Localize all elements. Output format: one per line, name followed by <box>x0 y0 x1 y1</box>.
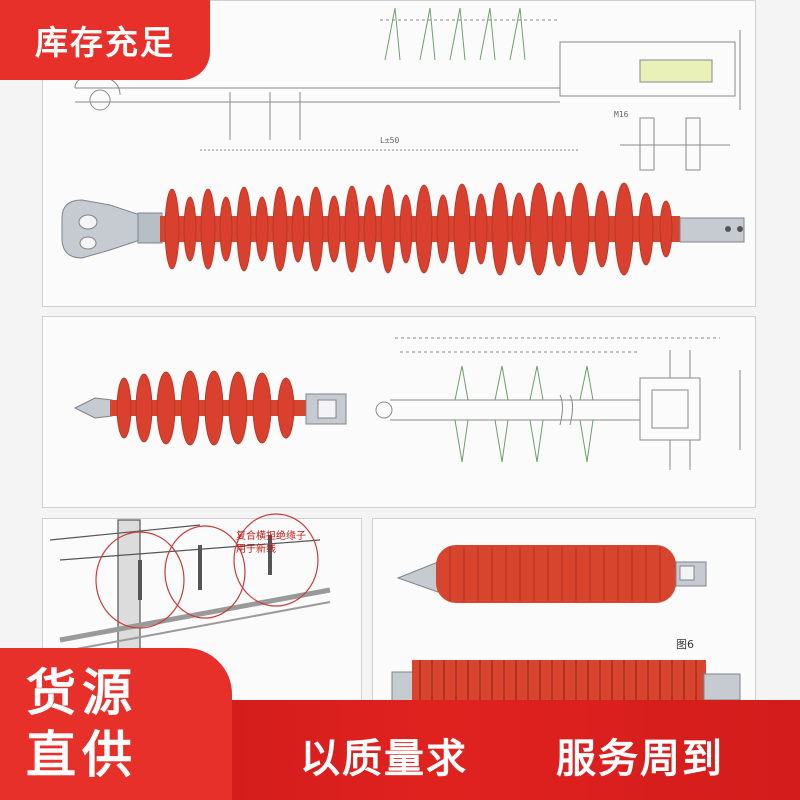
dimension-label-m16: M16 <box>614 110 629 119</box>
technical-drawing-sheds-top <box>384 7 526 61</box>
stock-badge: 库存充足 <box>0 0 210 80</box>
banner-slogan-quality: 以质量求 <box>300 736 468 782</box>
cylinder-insulator-upper-ridges <box>449 547 661 601</box>
dimension-label-length: L±50 <box>380 136 400 145</box>
banner-slogan-service: 服务周到 <box>556 736 724 782</box>
cylinder-insulator-lower <box>391 660 741 704</box>
technical-drawing-middle <box>375 337 741 470</box>
corner-tag-line1: 货源 <box>26 664 138 722</box>
corner-tag-line2: 直供 <box>26 726 138 784</box>
short-insulator-sheds <box>116 370 295 446</box>
corner-tag <box>0 648 232 800</box>
technical-drawing-sheds-middle <box>454 365 594 463</box>
long-insulator-sheds <box>164 182 673 276</box>
diagram-label-line1: 复合横担绝缘子 <box>236 531 306 542</box>
stock-badge-text: 库存充足 <box>35 23 175 62</box>
installation-highlight-rings <box>95 513 319 629</box>
corner-tag-text: 货源 直供 <box>26 662 138 786</box>
diagram-label: 复合横担绝缘子 用于新线 <box>236 530 306 556</box>
diagram-label-line2: 用于新线 <box>236 544 276 555</box>
figure-label: 图6 <box>676 638 694 651</box>
cylinder-insulator-lower-fins <box>419 660 697 704</box>
cylinder-insulator-upper <box>396 545 707 603</box>
